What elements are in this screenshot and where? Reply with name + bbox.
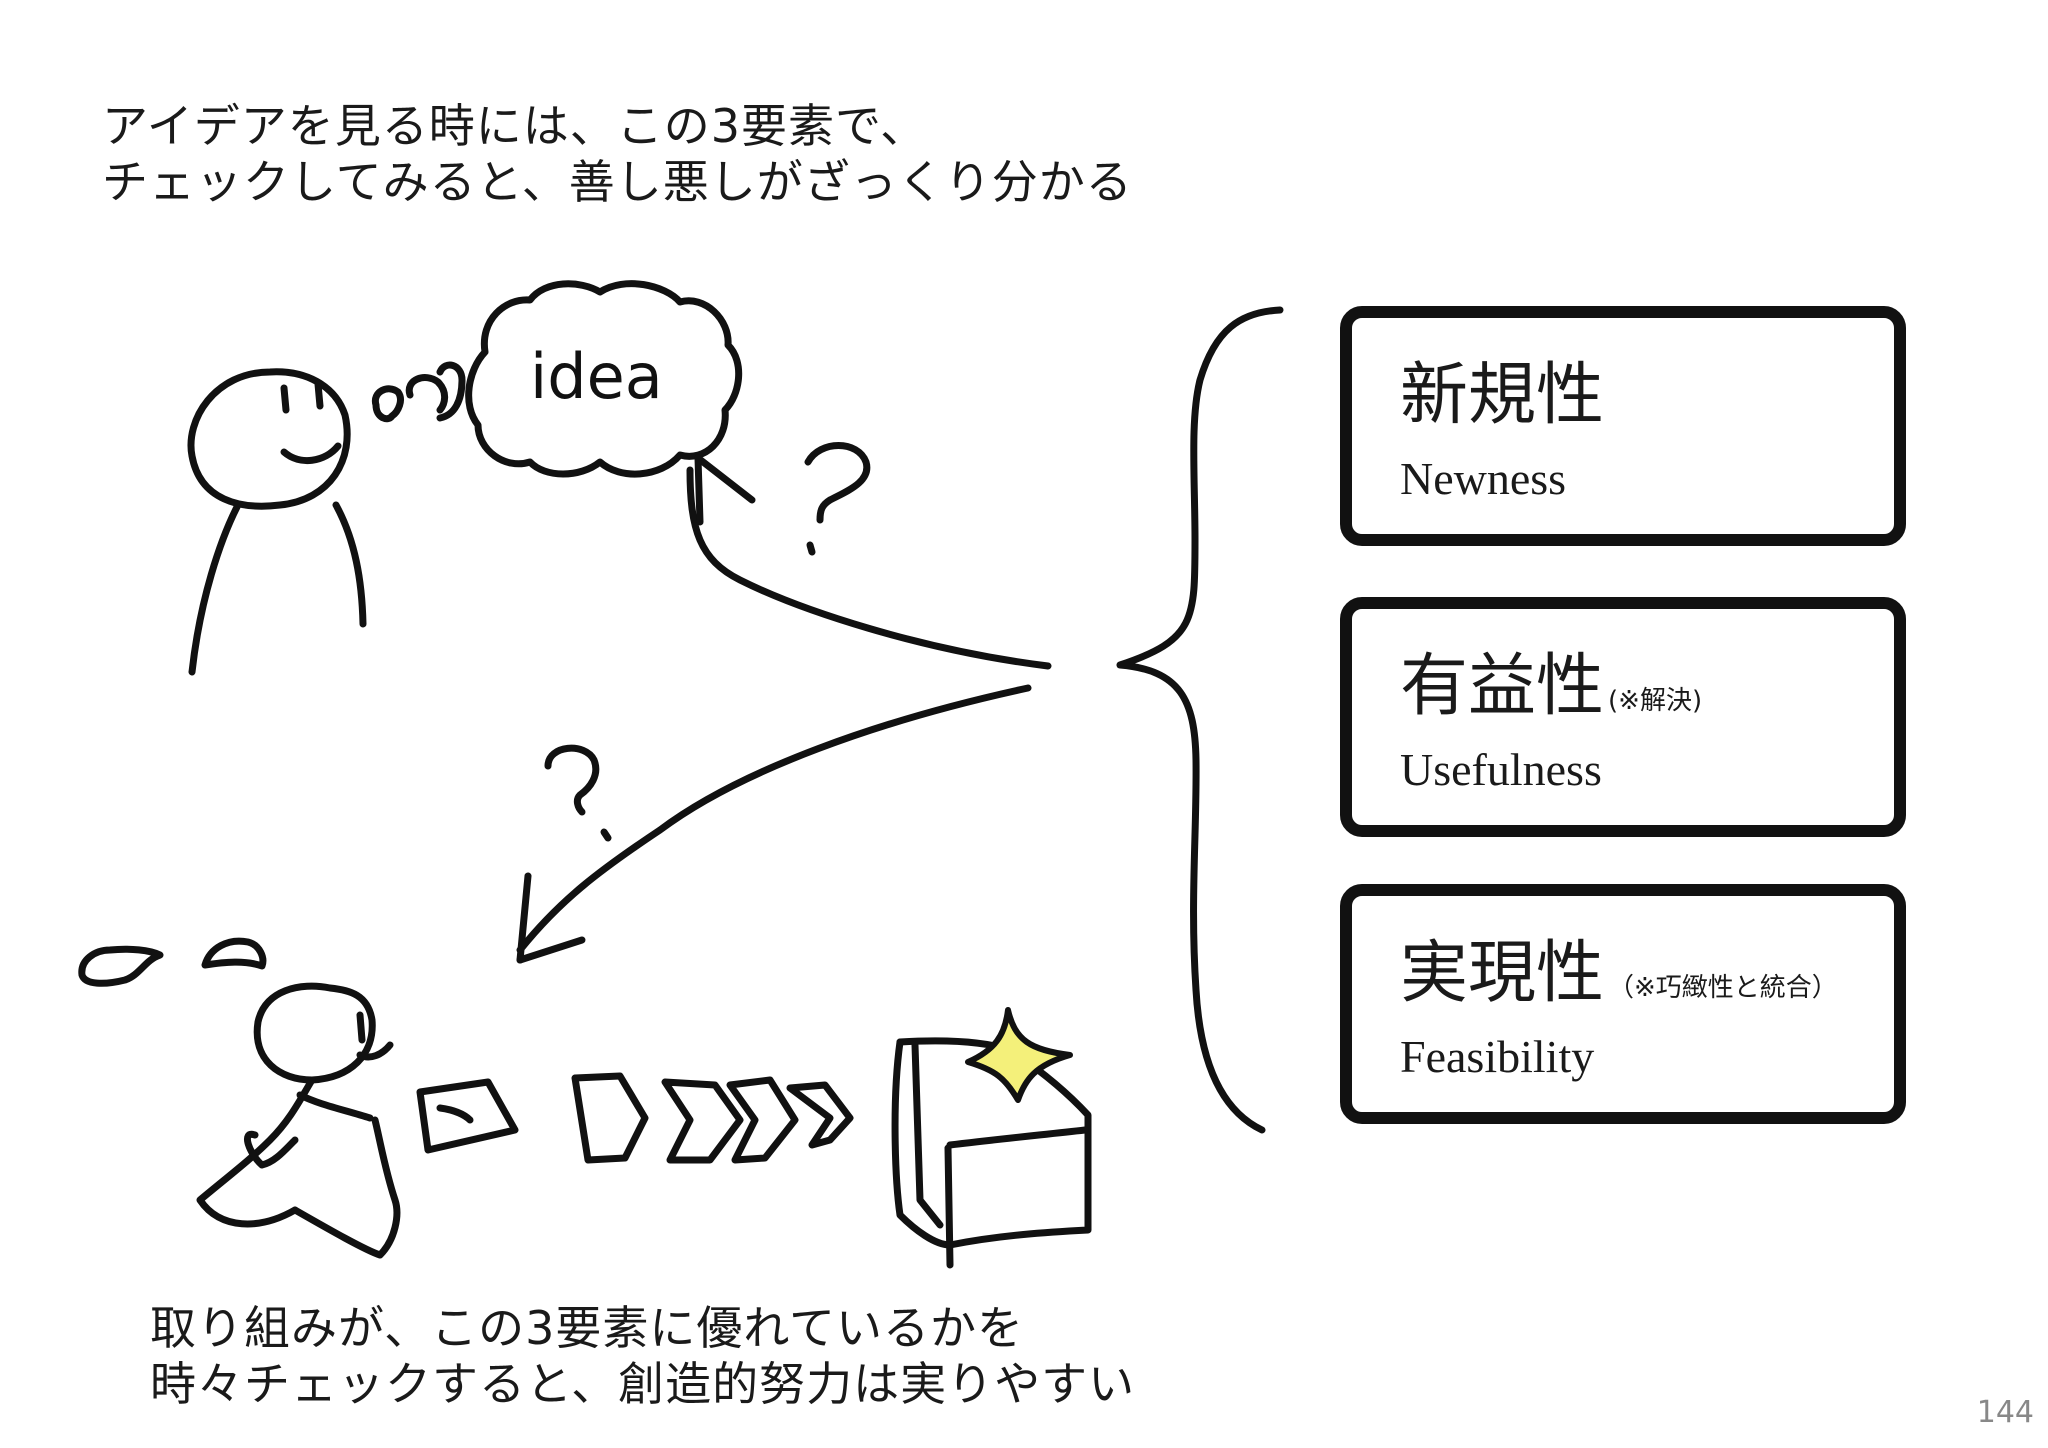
- criterion-box-usefulness: 有益性(※解決) Usefulness: [1340, 597, 1906, 837]
- arrow-to-worker: [516, 684, 1032, 964]
- criterion-title: 有益性: [1400, 647, 1605, 726]
- criterion-title: 新規性: [1400, 356, 1605, 435]
- criterion-title: 実現性: [1400, 934, 1605, 1013]
- idea-label: idea: [530, 340, 663, 413]
- arrow-to-idea: [686, 454, 1052, 670]
- question-mark-icon: [804, 442, 871, 556]
- thought-bubble-icon: idea: [371, 280, 743, 478]
- chevron-blocks: [571, 1072, 854, 1164]
- question-mark-icon: [544, 744, 612, 842]
- criterion-note: （※巧緻性と統合）: [1608, 973, 1838, 1003]
- top-caption-line-1: アイデアを見る時には、この3要素で、: [102, 99, 928, 153]
- bottom-caption-line-1: 取り組みが、この3要素に優れているかを: [150, 1301, 1024, 1355]
- thinking-person: [187, 368, 367, 676]
- bottom-caption-line-2: 時々チェックすると、創造的努力は実りやすい: [150, 1357, 1136, 1411]
- running-worker: [196, 982, 519, 1259]
- criterion-note: (※解決): [1608, 686, 1703, 716]
- sweat-drops: [78, 937, 267, 987]
- criterion-box-newness: 新規性 Newness: [1340, 306, 1906, 546]
- criterion-english: Usefulness: [1400, 744, 1602, 795]
- top-caption-line-2: チェックしてみると、善し悪しがざっくり分かる: [102, 155, 1133, 209]
- top-caption: アイデアを見る時には、この3要素で、 チェックしてみると、善し悪しがざっくり分か…: [102, 98, 1133, 210]
- criterion-english: Newness: [1400, 453, 1567, 504]
- curly-brace-icon: [1116, 306, 1284, 1134]
- sparkle-icon: [965, 1007, 1073, 1103]
- criterion-box-feasibility: 実現性（※巧緻性と統合） Feasibility: [1340, 884, 1906, 1124]
- product-block: [891, 1037, 1092, 1269]
- bottom-caption: 取り組みが、この3要素に優れているかを 時々チェックすると、創造的努力は実りやす…: [150, 1300, 1135, 1412]
- page-number: 144: [1976, 1395, 2034, 1430]
- criterion-english: Feasibility: [1400, 1031, 1595, 1082]
